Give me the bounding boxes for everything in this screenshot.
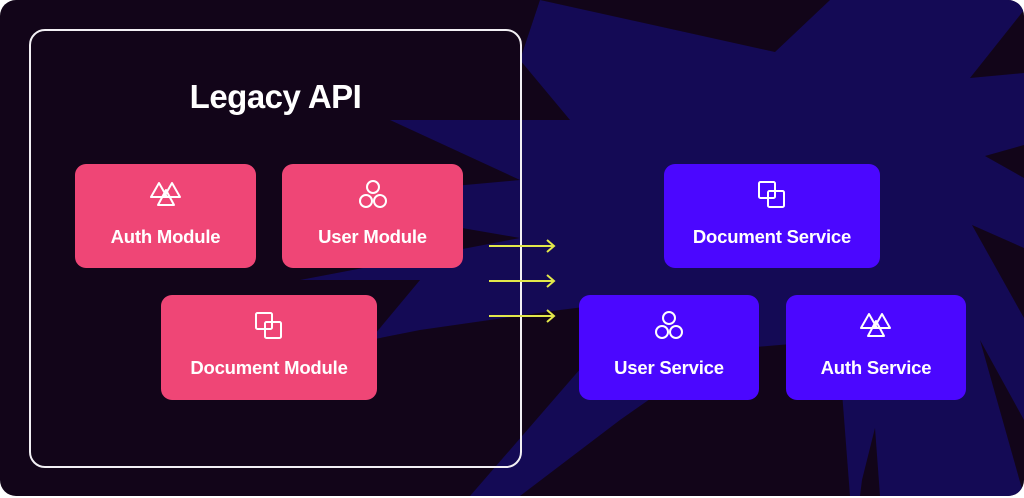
user-service-label: User Service xyxy=(614,357,724,378)
migration-arrow xyxy=(489,274,556,288)
legacy-api-container xyxy=(29,29,522,468)
document-module-card[interactable]: Document Module xyxy=(161,295,377,400)
circles-icon xyxy=(356,178,390,212)
legacy-api-title: Legacy API xyxy=(189,78,362,115)
overlapping-squares-icon xyxy=(755,178,789,212)
auth-module-card[interactable]: Auth Module xyxy=(75,164,256,268)
overlapping-squares-icon xyxy=(252,309,286,343)
user-module-card[interactable]: User Module xyxy=(282,164,463,268)
document-service-label: Document Service xyxy=(692,226,852,247)
user-service-card[interactable]: User Service xyxy=(579,295,759,400)
migration-arrow xyxy=(489,239,556,253)
user-module-label: User Module xyxy=(318,226,427,247)
auth-service-label: Auth Service xyxy=(820,357,932,378)
document-service-card[interactable]: Document Service xyxy=(664,164,880,268)
auth-module-label: Auth Module xyxy=(110,226,221,247)
triangles-icon xyxy=(149,178,183,212)
auth-service-card[interactable]: Auth Service xyxy=(786,295,966,400)
migration-arrow xyxy=(489,309,556,323)
circles-icon xyxy=(652,309,686,343)
triangles-icon xyxy=(859,309,893,343)
document-module-label: Document Module xyxy=(190,357,348,378)
